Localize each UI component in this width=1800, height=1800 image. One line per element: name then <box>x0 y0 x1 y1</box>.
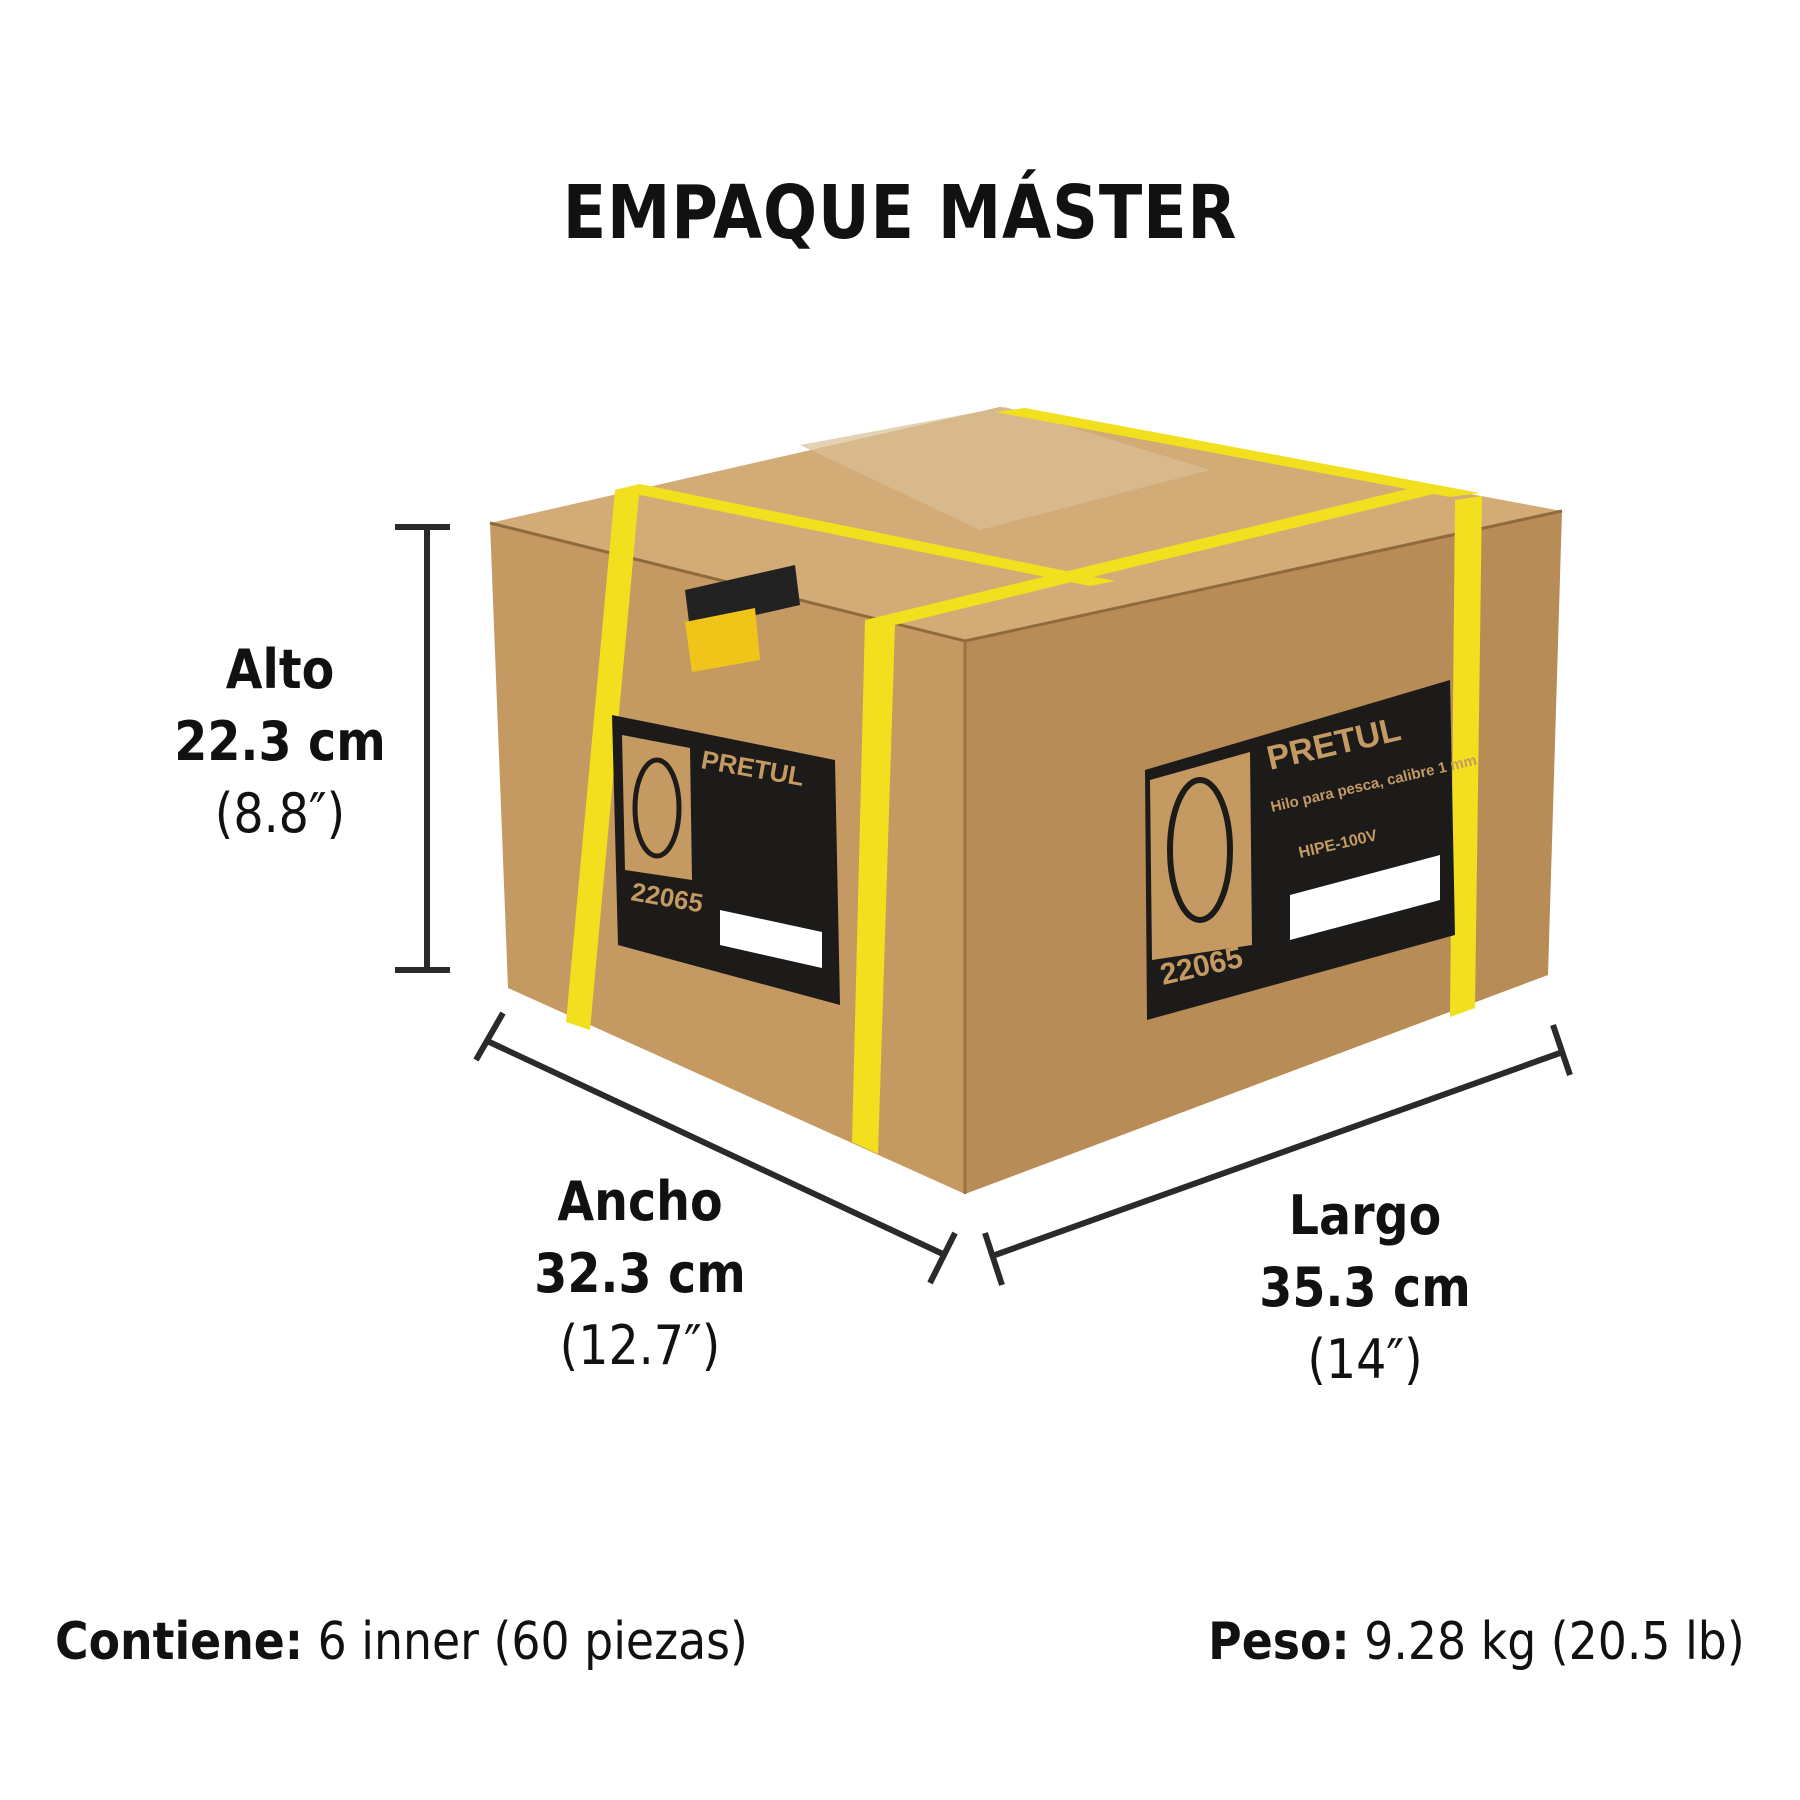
box-label-right-panel <box>1150 752 1252 960</box>
width-label-group: Ancho 32.3 cm (12.7″) <box>517 1166 763 1382</box>
strap <box>865 486 1450 625</box>
length-imperial: (14″) <box>1307 1328 1423 1391</box>
height-imperial: (8.8″) <box>214 782 346 845</box>
strap <box>566 484 640 1030</box>
weight-info: Peso: 9.28 kg (20.5 lb) <box>1208 1612 1745 1672</box>
length-dimension-line <box>982 1024 1573 1286</box>
width-metric: 32.3 cm <box>534 1242 746 1305</box>
packing-tape <box>800 407 1210 530</box>
box-label-left-panel <box>622 735 692 880</box>
length-metric: 35.3 cm <box>1259 1256 1471 1319</box>
height-label-group: Alto 22.3 cm (8.8″) <box>166 634 395 850</box>
box-sticker <box>685 608 760 672</box>
spool-icon <box>1167 777 1233 923</box>
barcode <box>1290 855 1440 940</box>
contents-info: Contiene: 6 inner (60 piezas) <box>55 1612 748 1672</box>
contents-label: Contiene: <box>55 1612 304 1672</box>
height-metric: 22.3 cm <box>174 710 386 773</box>
length-label: Largo <box>1288 1184 1442 1247</box>
strap <box>1450 496 1482 1017</box>
spool-icon <box>632 757 682 859</box>
contents-value: 6 inner (60 piezas) <box>317 1612 748 1672</box>
height-label: Alto <box>225 638 335 701</box>
page-title: EMPAQUE MÁSTER <box>562 170 1238 256</box>
barcode <box>720 910 822 968</box>
strap <box>995 408 1480 497</box>
strap <box>852 620 895 1154</box>
width-imperial: (12.7″) <box>559 1314 721 1377</box>
strap <box>615 484 1115 586</box>
height-dimension-line <box>395 524 450 973</box>
width-dimension-line <box>473 1011 958 1285</box>
weight-label: Peso: <box>1208 1612 1351 1672</box>
length-label-group: Largo 35.3 cm (14″) <box>1242 1180 1488 1396</box>
weight-value: 9.28 kg (20.5 lb) <box>1364 1612 1745 1672</box>
width-label: Ancho <box>557 1170 723 1233</box>
box-sticker <box>685 565 800 630</box>
